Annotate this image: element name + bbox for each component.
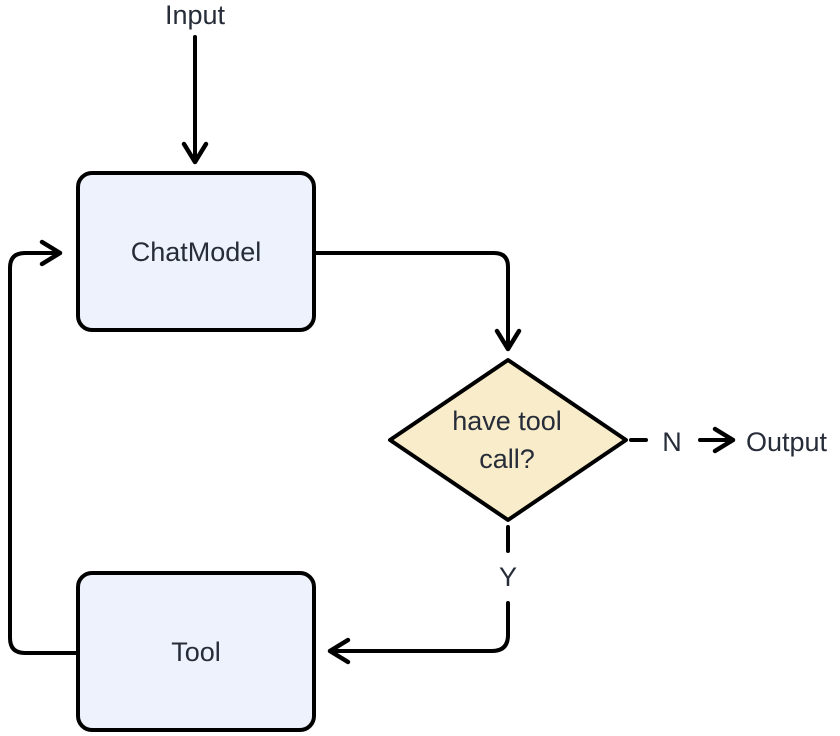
node-tool-label: Tool	[171, 637, 221, 667]
node-decision-label-line2: call?	[479, 444, 535, 474]
label-output: Output	[746, 427, 828, 457]
label-no: N	[662, 427, 682, 457]
node-chatmodel	[76, 171, 316, 332]
label-input: Input	[165, 0, 226, 30]
node-decision-diamond	[388, 358, 628, 522]
edge-yes-to-tool	[327, 601, 510, 665]
node-decision-label-line1: have tool	[452, 406, 562, 436]
node-chatmodel-label: ChatModel	[131, 237, 262, 267]
edge-chatmodel-to-decision	[312, 251, 522, 352]
node-tool	[76, 571, 316, 732]
label-yes: Y	[499, 562, 517, 592]
edge-tool-to-chatmodel-loop	[8, 239, 80, 655]
